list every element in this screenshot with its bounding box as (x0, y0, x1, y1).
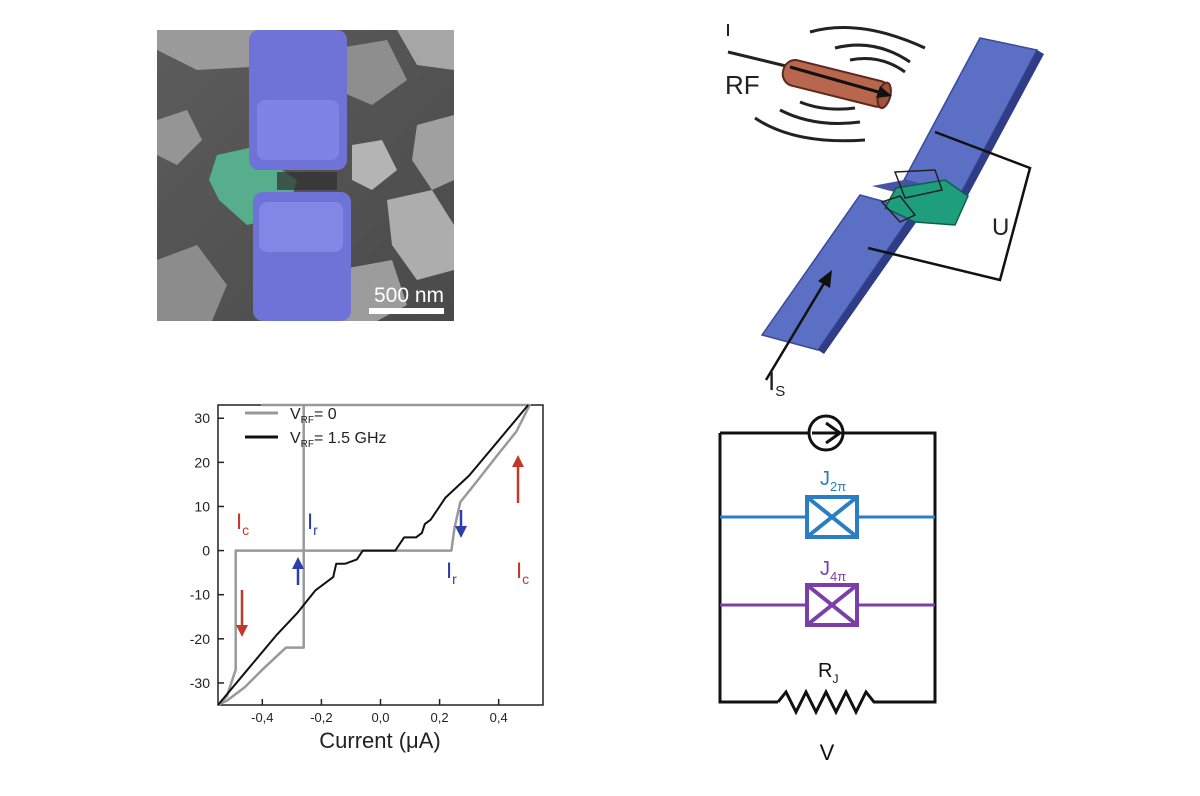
arrow-down-red-head (236, 625, 248, 637)
x-tick-label: -0,4 (251, 710, 273, 725)
flake (157, 110, 202, 165)
flake (352, 140, 397, 190)
rf-arrow-line (727, 50, 791, 69)
flake (387, 190, 454, 280)
arrow-up-blue-head (292, 557, 304, 569)
current-label: IS (768, 366, 785, 400)
direction-arrows (236, 455, 524, 637)
circuit-svg: J2π J4π RJ V (718, 414, 937, 765)
contact-outline-top (893, 169, 943, 199)
legend: VRF= 0 VRF= 1.5 GHz (245, 406, 387, 450)
green-flake (883, 179, 969, 226)
rf-antenna (781, 59, 892, 110)
rf-arrow-shaft (789, 65, 883, 95)
j2pi-label: J2π (820, 468, 846, 494)
voltage-label: U (992, 214, 1009, 241)
y-tick-label: -10 (190, 587, 210, 603)
iv-chart: -0,4 -0,2 0,0 0,2 0,4 -30 -20 -10 0 10 20 30 VRF= 0… (150, 385, 550, 755)
rf-waves-top (809, 26, 926, 74)
contact-outline-bottom (880, 195, 917, 223)
arrow-up-red-head (512, 455, 524, 467)
y-tick-label: 0 (202, 543, 210, 559)
flake (412, 115, 454, 190)
y-tick-label: 10 (194, 498, 210, 514)
j4pi-label: J4π (820, 558, 846, 584)
flake (337, 260, 407, 321)
voltage-probe-wire (867, 130, 1032, 282)
rf-arrow-head (876, 86, 892, 98)
current-arrow-shaft (764, 279, 828, 381)
lower-electrode-top (259, 202, 343, 252)
series-group (217, 403, 531, 707)
scale-bar-label: 500 nm (374, 284, 444, 307)
j4pi-cross-b (805, 583, 859, 627)
x-tick-label: -0,2 (310, 710, 332, 725)
flake (157, 245, 227, 321)
x-tick-label: 0,2 (431, 710, 449, 725)
y-tick-label: -20 (190, 631, 210, 647)
upper-strip-side (960, 50, 1044, 199)
current-arrow-head (818, 270, 832, 288)
outer-wire-left (718, 433, 778, 704)
legend-label-1: VRF= 1.5 GHz (290, 430, 387, 450)
x-axis-label: Current (μA) (319, 728, 440, 753)
device-schematic: RF U IS (700, 10, 1080, 400)
resistor (776, 688, 880, 716)
junction-gap (277, 172, 337, 190)
rf-waves-bottom (754, 100, 866, 143)
rf-label: RF (725, 70, 760, 100)
axis-ticks: -0,4 -0,2 0,0 0,2 0,4 -30 -20 -10 0 10 20 30 (190, 410, 508, 725)
voltage-label: V (820, 740, 835, 765)
flake (397, 30, 454, 70)
y-tick-label: 20 (194, 454, 210, 470)
y-tick-label: 30 (194, 410, 210, 426)
annotation-ic-left: Ic (236, 509, 249, 538)
series-line-1 (217, 404, 529, 706)
annotation-ir-right: Ir (446, 558, 457, 587)
annotation-ir-left: Ir (307, 509, 318, 538)
circuit-diagram: J2π J4π RJ V (690, 405, 980, 780)
x-tick-label: 0,4 (490, 710, 508, 725)
sem-image: 500 nm (157, 30, 454, 321)
j2pi-cross-b (805, 495, 859, 539)
x-tick-label: 0,0 (371, 710, 389, 725)
device-drawing: RF U IS (725, 24, 1044, 400)
series-line-0 (217, 403, 531, 707)
y-tick-label: -30 (190, 675, 210, 691)
annotation-ic-right: Ic (516, 558, 529, 587)
current-source-arrow-head (825, 421, 843, 445)
upper-electrode-top (257, 100, 339, 160)
sem-micrograph: 500 nm (157, 30, 454, 321)
plot-frame (217, 404, 544, 706)
lower-strip-side (818, 210, 922, 354)
upper-strip (902, 37, 1039, 196)
scale-bar (369, 308, 444, 314)
iv-chart-svg: -0,4 -0,2 0,0 0,2 0,4 -30 -20 -10 0 10 20 30 VRF= 0… (190, 403, 544, 753)
arrow-down-blue-head (455, 526, 467, 538)
resistor-label: RJ (818, 660, 838, 686)
legend-label-0: VRF= 0 (290, 406, 337, 426)
